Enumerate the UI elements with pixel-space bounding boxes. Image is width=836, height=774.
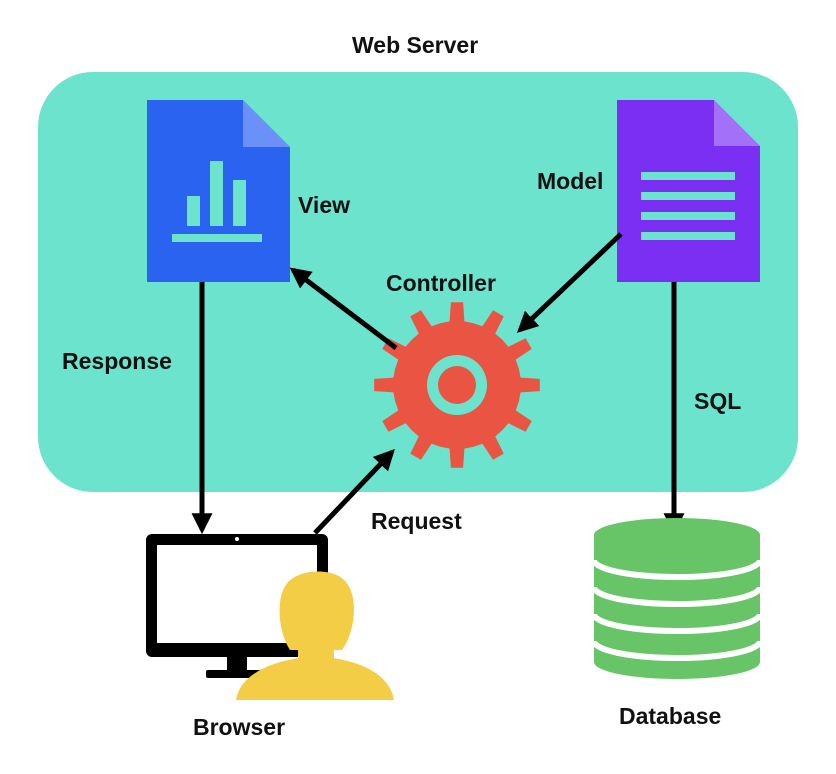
controller-label: Controller — [386, 270, 496, 296]
person-icon — [236, 571, 394, 700]
view-document-icon — [147, 100, 290, 282]
sql-label: SQL — [694, 388, 742, 414]
arrow-model-to-controller — [516, 232, 623, 333]
database-label: Database — [619, 703, 722, 729]
database-band — [591, 613, 763, 634]
model-label: Model — [537, 168, 604, 194]
database-band — [591, 586, 763, 607]
arrow-request — [313, 448, 395, 535]
database-top — [594, 518, 760, 552]
view-label: View — [298, 192, 350, 218]
browser-label: Browser — [193, 714, 286, 740]
database-band — [591, 640, 763, 661]
database-icon — [591, 518, 763, 679]
response-label: Response — [62, 348, 172, 374]
request-label: Request — [371, 508, 462, 534]
web-server-label: Web Server — [352, 32, 479, 58]
controller-gear-icon — [374, 302, 540, 468]
gear-hub — [438, 366, 476, 404]
model-document-icon — [617, 100, 760, 282]
arrow-controller-to-view — [289, 267, 398, 350]
database-band — [591, 559, 763, 580]
